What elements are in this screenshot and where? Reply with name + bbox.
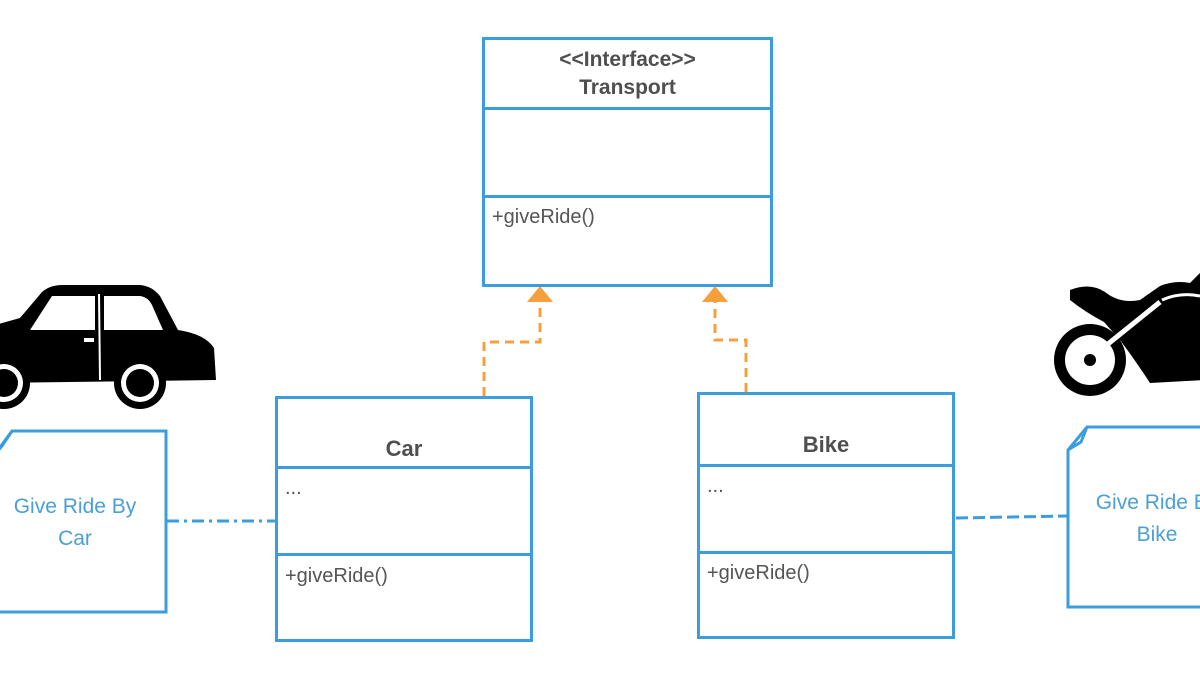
class-bike-methods-section: +giveRide() [700, 551, 952, 636]
class-bike-method: +giveRide() [707, 562, 810, 584]
realization-arrow-car [482, 286, 553, 396]
note-bike-text: Give Ride By Bike [1095, 491, 1200, 546]
class-car-attributes-section: ... [278, 466, 530, 553]
class-car-method: +giveRide() [285, 565, 388, 587]
class-bike-attributes-section: ... [700, 464, 952, 551]
note-car-text: Give Ride By Car [13, 495, 137, 550]
note-shape-car [0, 429, 168, 614]
interface-method: +giveRide() [492, 206, 595, 228]
realization-arrow-bike [702, 286, 748, 392]
class-car-name: Car [385, 436, 423, 461]
note-shape-bike [1066, 425, 1200, 609]
note-connector-bike [955, 514, 1069, 520]
class-bike-box[interactable]: Bike ... +giveRide() [697, 392, 955, 639]
class-bike-attributes: ... [707, 475, 724, 497]
class-car-box[interactable]: Car ... +giveRide() [275, 396, 533, 642]
motorcycle-silhouette-icon [1054, 273, 1200, 396]
car-silhouette-icon [0, 285, 216, 409]
interface-methods-section: +giveRide() [485, 195, 770, 284]
class-car-attributes: ... [285, 477, 302, 499]
interface-name: Transport [579, 76, 676, 99]
class-bike-name: Bike [802, 432, 850, 457]
interface-attributes-section [485, 107, 770, 195]
interface-transport-box[interactable]: <<Interface>> Transport +giveRide() [482, 37, 773, 287]
interface-stereotype: <<Interface>> [559, 48, 696, 71]
class-car-methods-section: +giveRide() [278, 553, 530, 639]
